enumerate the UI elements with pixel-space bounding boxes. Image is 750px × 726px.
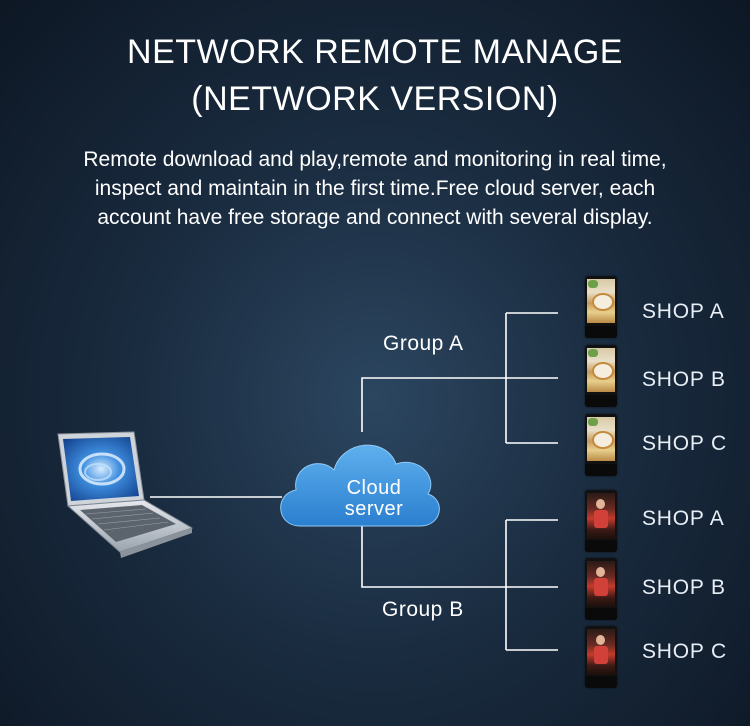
description-line: Remote download and play,remote and moni… [83, 148, 667, 171]
shop-label: SHOP A [642, 300, 725, 323]
page-title: NETWORK REMOTE MANAGE [127, 33, 623, 71]
page-subtitle: (NETWORK VERSION) [191, 80, 559, 118]
shop-label: SHOP B [642, 576, 726, 599]
group-a-trunk [361, 377, 506, 432]
shop-label: SHOP C [642, 640, 727, 663]
cloud-label: Cloud [346, 477, 402, 499]
display-icon [585, 345, 617, 407]
group-a-label: Group A [383, 332, 464, 355]
connector-lines [150, 312, 558, 651]
display-icon [585, 414, 617, 476]
display-icon [585, 626, 617, 688]
shop-label: SHOP A [642, 507, 725, 530]
laptop-icon [57, 431, 194, 558]
shop-label: SHOP C [642, 432, 727, 455]
group-b-trunk [361, 526, 506, 588]
display-icon [585, 276, 617, 338]
cloud-icon [280, 444, 440, 527]
display-icon [585, 558, 617, 620]
description-line: inspect and maintain in the first time.F… [94, 177, 656, 200]
description-line: account have free storage and connect wi… [97, 206, 653, 229]
shop-label: SHOP B [642, 368, 726, 391]
cloud-label: server [344, 498, 404, 520]
display-icon [585, 490, 617, 552]
group-b-label: Group B [382, 598, 464, 621]
